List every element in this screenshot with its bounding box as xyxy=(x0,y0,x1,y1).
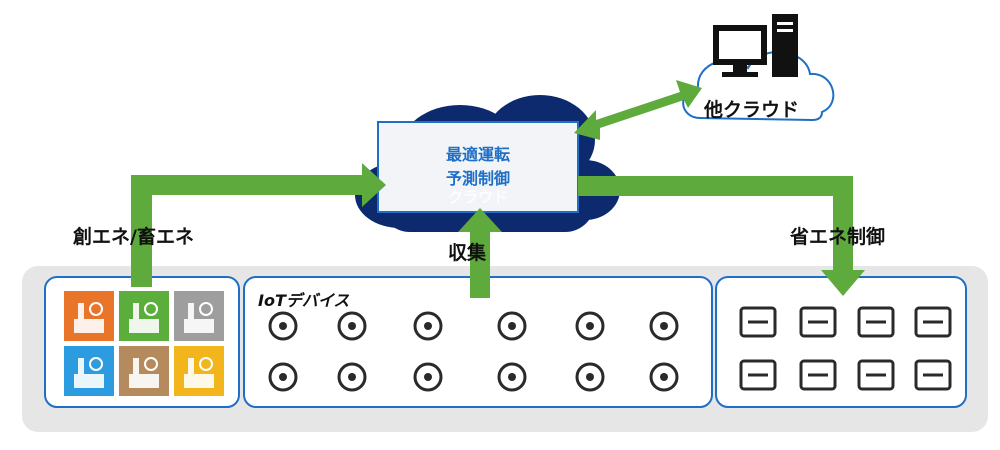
power-outlet-icon xyxy=(799,359,837,391)
pump-motor-icon xyxy=(739,359,777,391)
hydro-dam-icon xyxy=(64,346,114,396)
cloud-inner-box xyxy=(377,121,579,213)
power-icon xyxy=(268,311,298,341)
energy-saving-label: 省エネ制御 xyxy=(790,226,886,248)
valve-icon xyxy=(914,359,952,391)
collection-label: 収集 xyxy=(448,242,487,264)
computer-icon xyxy=(713,14,798,77)
bus-tracking-icon xyxy=(413,311,443,341)
iot-icons xyxy=(268,311,679,392)
cloud-line-2: 予測制御 xyxy=(445,169,510,188)
cloud-caption: クラウド xyxy=(447,188,508,206)
smartwatch-icon xyxy=(413,362,443,392)
energy-tiles xyxy=(64,291,224,396)
location-pin-icon xyxy=(649,362,679,392)
smart-bulb-icon xyxy=(575,311,605,341)
arrow-cloud-other-cloud xyxy=(574,80,702,140)
wind-turbine-icon xyxy=(119,291,169,341)
fan-icon xyxy=(857,306,895,338)
arrow-collect-to-cloud xyxy=(458,208,502,298)
smart-glasses-icon xyxy=(497,311,527,341)
solar-panel-icon xyxy=(174,346,224,396)
geothermal-icon xyxy=(119,346,169,396)
ac-heater-icon xyxy=(739,306,777,338)
headset-icon xyxy=(575,362,605,392)
cloud-text: 最適運転 予測制御 xyxy=(380,143,576,191)
security-camera-icon xyxy=(337,362,367,392)
cloud-line-1: 最適運転 xyxy=(445,145,510,164)
iot-devices-label: IoTデバイス xyxy=(258,291,350,310)
other-cloud-label: 他クラウド xyxy=(704,99,800,121)
ceiling-light-icon xyxy=(799,306,837,338)
control-icons xyxy=(739,306,952,391)
window-blind-icon xyxy=(914,306,952,338)
arrow-energy-to-cloud xyxy=(131,163,386,287)
generation-storage-label: 創エネ/畜エネ xyxy=(73,226,194,248)
smart-faucet-icon xyxy=(268,362,298,392)
wifi-icon xyxy=(337,311,367,341)
nuclear-plant-icon xyxy=(174,291,224,341)
thermometer-icon xyxy=(497,362,527,392)
air-conditioner-icon xyxy=(649,311,679,341)
factory-fire-icon xyxy=(64,291,114,341)
arrow-cloud-to-control xyxy=(578,176,865,296)
laptop-icon xyxy=(857,359,895,391)
